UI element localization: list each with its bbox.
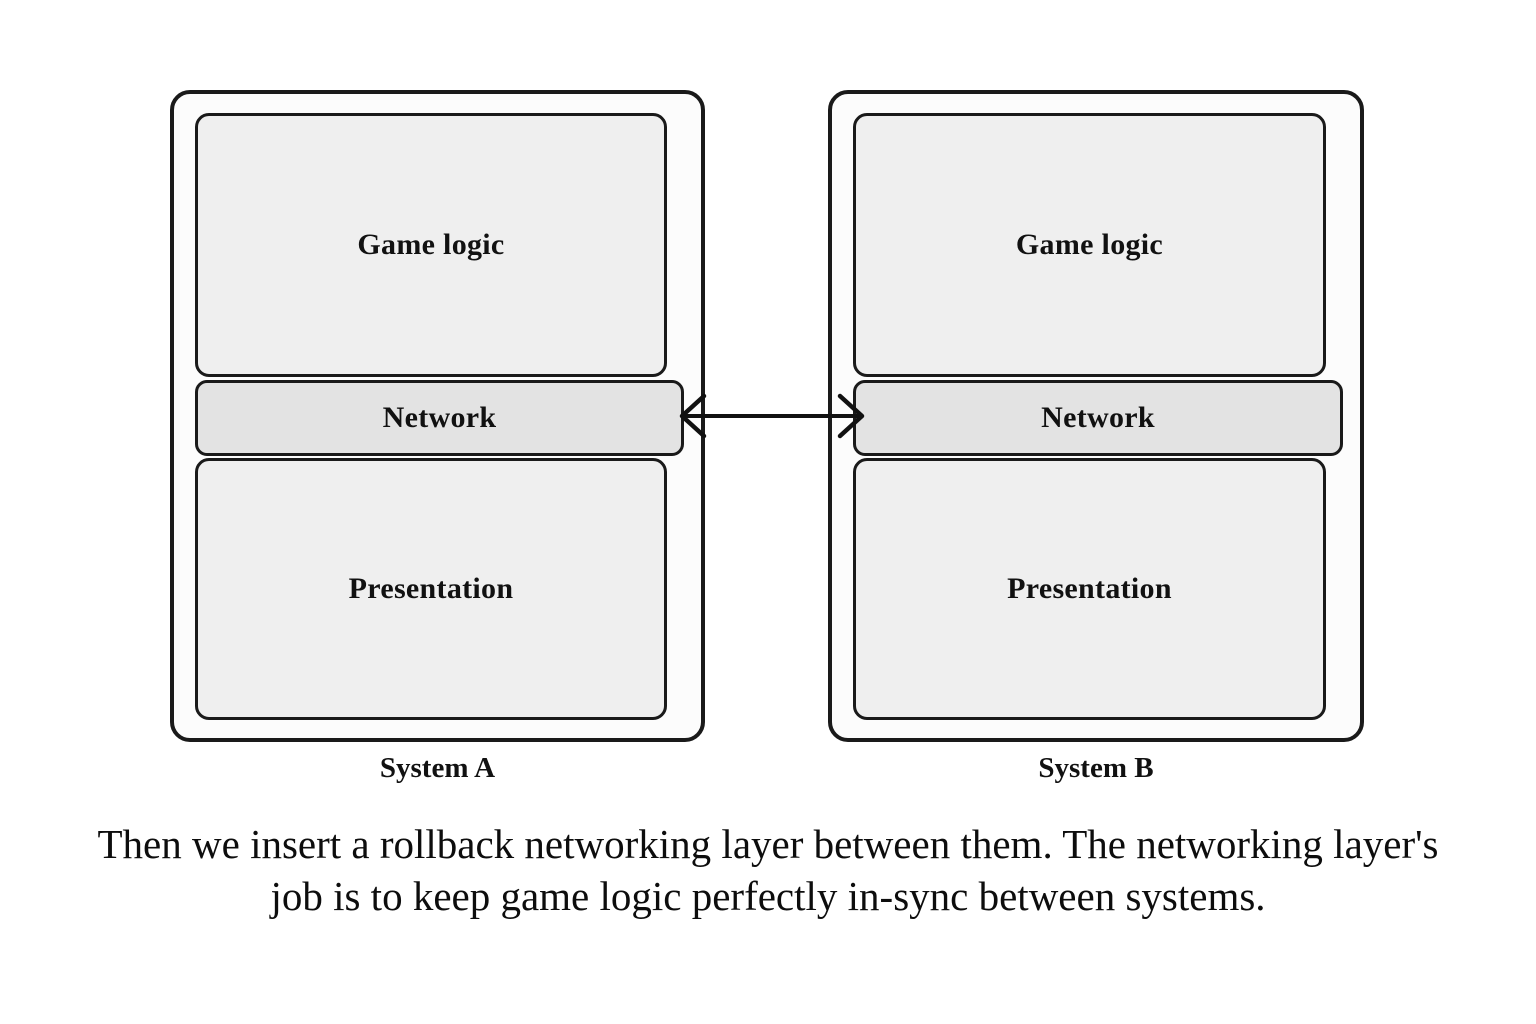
- system-container-a: Game logic Network Presentation: [170, 90, 705, 742]
- layer-box-network-b: Network: [853, 380, 1343, 456]
- layer-box-presentation-a: Presentation: [195, 458, 667, 720]
- layer-label-presentation-b: Presentation: [1007, 572, 1172, 605]
- arrowhead-right-icon: [837, 393, 865, 439]
- layer-label-network-a: Network: [382, 401, 497, 434]
- layer-box-game-logic-b: Game logic: [853, 113, 1326, 377]
- layer-label-presentation-a: Presentation: [348, 572, 514, 605]
- figure-caption: Then we insert a rollback networking lay…: [97, 821, 1439, 920]
- layer-box-game-logic-a: Game logic: [195, 113, 667, 377]
- arrowhead-left-icon: [679, 393, 707, 439]
- layer-label-game-logic-b: Game logic: [1015, 228, 1164, 261]
- layer-box-network-a: Network: [195, 380, 684, 456]
- system-label-b: System B: [1038, 752, 1154, 784]
- architecture-diagram: Game logic Network Presentation System A…: [170, 90, 1364, 784]
- layer-label-network-b: Network: [1041, 401, 1155, 434]
- system-container-b: Game logic Network Presentation: [828, 90, 1364, 742]
- system-label-a: System A: [379, 752, 496, 784]
- layer-label-game-logic-a: Game logic: [357, 228, 505, 261]
- network-connector-arrow: [679, 393, 865, 439]
- layer-box-presentation-b: Presentation: [853, 458, 1326, 720]
